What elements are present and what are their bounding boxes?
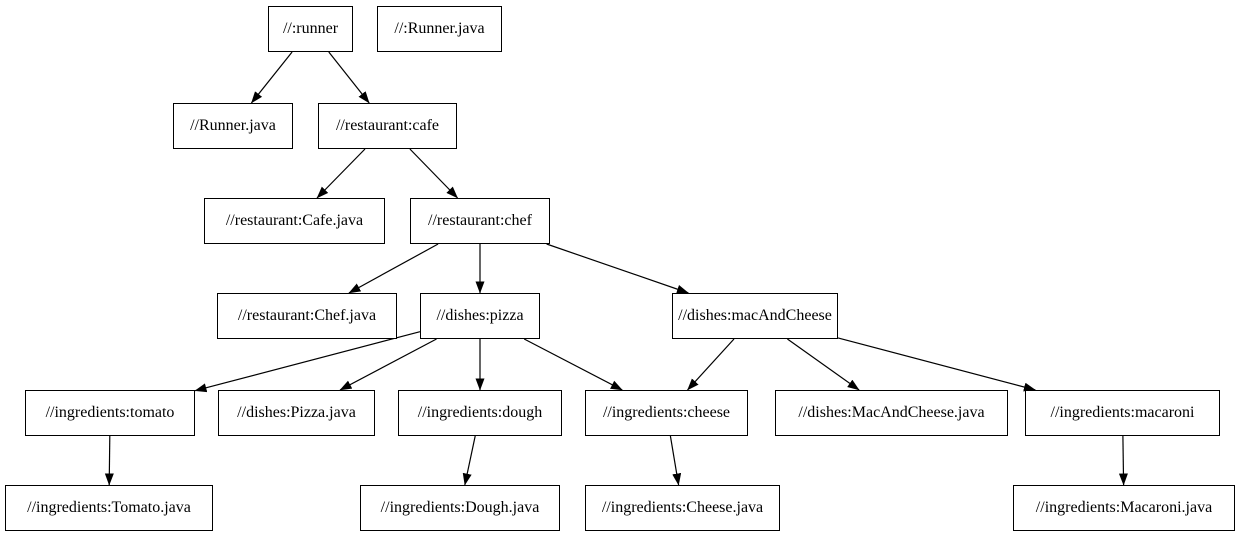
- graph-edge-macandcheese-to-macaroni: [837, 337, 1036, 392]
- graph-node-tomato-java: //ingredients:Tomato.java: [5, 485, 213, 531]
- graph-node-pizza-java: //dishes:Pizza.java: [218, 390, 375, 436]
- graph-edge-macandcheese-to-cheese: [687, 338, 735, 391]
- graph-node-cheese-java: //ingredients:Cheese.java: [585, 485, 780, 531]
- graph-edge-cafe-to-cafe-java: [316, 148, 366, 199]
- graph-node-pizza: //dishes:pizza: [420, 293, 540, 339]
- graph-node-cafe: //restaurant:cafe: [318, 103, 457, 149]
- graph-edge-runner-to-runner-java: [250, 51, 293, 104]
- graph-edge-cafe-to-chef: [409, 148, 459, 199]
- graph-node-runner-java-root: //:Runner.java: [377, 6, 502, 52]
- graph-edge-pizza-to-tomato: [194, 331, 421, 393]
- graph-edge-chef-to-macandcheese: [546, 243, 689, 294]
- graph-node-dough-java: //ingredients:Dough.java: [360, 485, 560, 531]
- graph-node-chef-java: //restaurant:Chef.java: [217, 293, 397, 339]
- graph-node-runner: //:runner: [268, 6, 353, 52]
- graph-node-macandcheese-java: //dishes:MacAndCheese.java: [775, 390, 1008, 436]
- graph-node-chef: //restaurant:chef: [410, 198, 550, 244]
- graph-edge-tomato-to-tomato-java: [104, 435, 114, 486]
- graph-node-dough: //ingredients:dough: [398, 390, 562, 436]
- graph-edge-chef-to-chef-java: [348, 243, 439, 294]
- graph-node-macandcheese: //dishes:macAndCheese: [672, 293, 838, 339]
- graph-node-cheese: //ingredients:cheese: [585, 390, 748, 436]
- graph-edge-macaroni-to-macaroni-java: [1118, 435, 1128, 486]
- graph-edge-runner-to-cafe: [328, 51, 370, 104]
- graph-node-macaroni-java: //ingredients:Macaroni.java: [1013, 485, 1235, 531]
- graph-edge-macandcheese-to-macandcheese-java: [787, 338, 860, 391]
- graph-node-cafe-java: //restaurant:Cafe.java: [204, 198, 385, 244]
- graph-edge-dough-to-dough-java: [462, 435, 476, 486]
- graph-node-macaroni: //ingredients:macaroni: [1025, 390, 1220, 436]
- graph-edge-cheese-to-cheese-java: [669, 435, 682, 486]
- graph-edge-pizza-to-cheese: [523, 338, 623, 391]
- graph-edge-pizza-to-pizza-java: [339, 338, 437, 391]
- graph-node-tomato: //ingredients:tomato: [25, 390, 195, 436]
- graph-node-runner-java: //Runner.java: [173, 103, 293, 149]
